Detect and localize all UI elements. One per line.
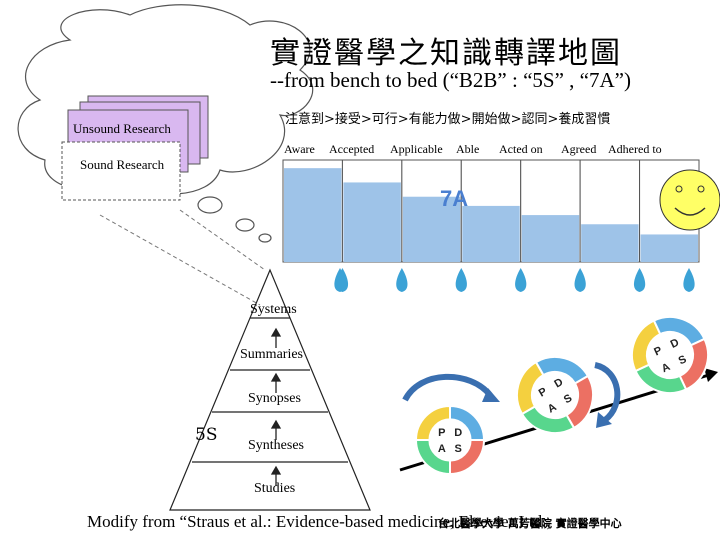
drops bbox=[334, 268, 695, 292]
pdsa-letter: S bbox=[455, 443, 462, 455]
stage-label: Acted on bbox=[499, 142, 543, 156]
sound-research-label: Sound Research bbox=[80, 157, 165, 172]
smiley-face bbox=[659, 169, 720, 231]
level-summaries: Summaries bbox=[240, 347, 303, 362]
pdsa-inner bbox=[542, 370, 577, 396]
level-studies: Studies bbox=[254, 481, 296, 496]
unsound-research-label: Unsound Research bbox=[73, 121, 171, 136]
stage-label: Aware bbox=[284, 142, 315, 156]
footer-credit: Modify from “Straus et al.: Evidence-bas… bbox=[87, 512, 551, 531]
pdsa-letter: P bbox=[438, 427, 445, 439]
pyramid-arrows bbox=[270, 327, 282, 486]
pdsa-letter: A bbox=[438, 443, 446, 455]
water-drop bbox=[396, 268, 408, 292]
bar-fill bbox=[343, 182, 401, 262]
cycle-arrows bbox=[402, 362, 621, 423]
pdsa-inner bbox=[669, 344, 695, 378]
five-s-label: 5S bbox=[195, 425, 218, 445]
water-drop bbox=[515, 268, 527, 292]
level-synopses: Synopses bbox=[248, 391, 301, 406]
level-syntheses: Syntheses bbox=[248, 438, 304, 453]
cycle-arrowhead bbox=[482, 388, 500, 402]
water-drop bbox=[455, 268, 467, 292]
water-drop bbox=[633, 268, 646, 292]
page-subtitle: --from bench to bed (“B2B” : “5S” , “7A”… bbox=[270, 68, 631, 92]
bar-fill bbox=[581, 224, 639, 262]
pdsa-letter: P bbox=[652, 344, 664, 358]
bar-fill bbox=[462, 205, 520, 262]
pdsa-inner bbox=[647, 354, 681, 380]
cycle-arrowhead bbox=[596, 412, 612, 428]
pdsa-inner bbox=[533, 394, 568, 420]
pdsa-inner bbox=[659, 330, 693, 356]
water-drop bbox=[683, 268, 695, 292]
footer-overlay: 台北醫學大學 萬芳醫院 實證醫學中心 bbox=[438, 517, 622, 530]
seven-a-bars bbox=[282, 159, 700, 263]
stage-label: Agreed bbox=[561, 142, 597, 156]
bar-fill bbox=[402, 196, 461, 262]
five-s-pyramid bbox=[169, 268, 371, 511]
water-drop bbox=[574, 268, 586, 292]
stage-label: Applicable bbox=[390, 142, 443, 156]
stage-label: Accepted bbox=[329, 142, 375, 156]
bar-fill bbox=[640, 234, 698, 262]
pdsa-inner bbox=[554, 382, 580, 417]
pdsa-letter: S bbox=[677, 353, 689, 367]
stage-label: Able bbox=[456, 142, 480, 156]
bar-fill bbox=[521, 215, 580, 262]
seven-a-label: 7A bbox=[440, 186, 469, 211]
chain-chinese: 注意到>接受>可行>有能力做>開始做>認同>養成習慣 bbox=[285, 112, 611, 127]
bar-fill bbox=[284, 168, 342, 262]
level-systems: Systems bbox=[250, 302, 297, 317]
pdsa-inner bbox=[530, 373, 556, 408]
document-stack bbox=[61, 95, 209, 201]
water-drop bbox=[334, 268, 346, 292]
pdsa-inner bbox=[428, 439, 451, 462]
flow-line bbox=[99, 214, 261, 306]
pdsa-letter: D bbox=[454, 427, 462, 439]
flow-line bbox=[179, 209, 266, 271]
stage-label: Adhered to bbox=[608, 142, 662, 156]
page-title: 實證醫學之知識轉譯地圖 bbox=[270, 36, 622, 71]
